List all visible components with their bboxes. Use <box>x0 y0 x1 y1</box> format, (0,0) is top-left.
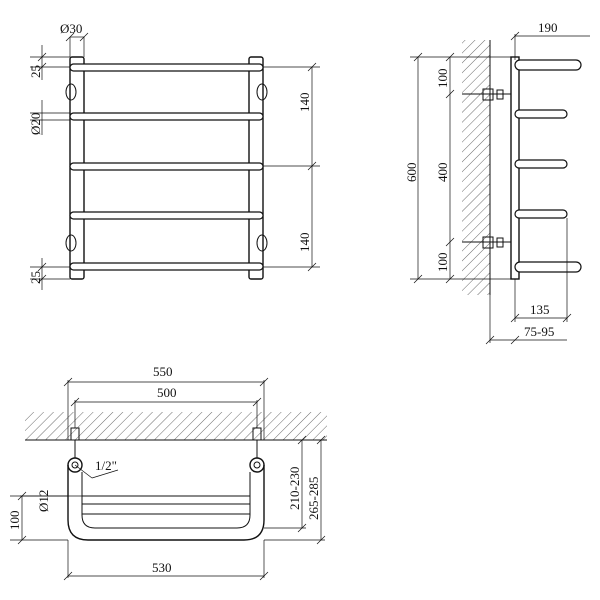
top-view: 550 500 1/2" Ø12 100 210-230 2 <box>7 364 327 581</box>
front-top-offset-label: 25 <box>28 65 43 78</box>
top-depth-inner-label: 210-230 <box>287 467 302 510</box>
side-wall-hatch <box>462 40 490 295</box>
side-depth-total-label: 190 <box>538 20 558 35</box>
side-rail-depth-label: 135 <box>530 302 550 317</box>
mount-left-bottom <box>65 234 77 252</box>
side-bracket-bottom <box>462 236 511 249</box>
top-offset-left-label: 100 <box>7 511 22 531</box>
side-rail-2 <box>514 109 568 119</box>
rail-2 <box>69 112 264 121</box>
front-tube-diameter-label: Ø30 <box>60 21 82 36</box>
top-center-width-label: 500 <box>157 385 177 400</box>
side-top-to-mount-label: 100 <box>435 69 450 89</box>
top-u-rail-inner <box>81 472 251 529</box>
side-bracket-top <box>462 88 511 101</box>
top-wall-hatch <box>25 412 327 440</box>
side-rail-5 <box>514 261 582 273</box>
top-outer-width-label: 550 <box>153 364 173 379</box>
side-view: 190 600 100 400 100 135 75-95 <box>404 20 590 345</box>
top-depth-outer-label: 265-285 <box>306 477 321 520</box>
side-wall-distance-label: 75-95 <box>524 324 554 339</box>
rail-4 <box>69 211 264 220</box>
side-mount-spacing-label: 400 <box>435 163 450 183</box>
front-lower-spacing-label: 140 <box>297 233 312 253</box>
mount-left-top <box>65 83 77 101</box>
side-mount-to-bottom-label: 100 <box>435 253 450 273</box>
front-upper-spacing-label: 140 <box>297 93 312 113</box>
rail-5 <box>69 262 264 271</box>
front-rail-diameter-label: Ø20 <box>28 113 43 135</box>
top-rail-diameter-label: Ø12 <box>36 490 51 512</box>
top-bottom-width-label: 530 <box>152 560 172 575</box>
side-rail-4 <box>514 209 568 219</box>
front-bottom-offset-label: 25 <box>28 271 43 284</box>
rail-3 <box>69 162 264 171</box>
top-connection-label: 1/2" <box>95 458 117 473</box>
front-view: Ø30 25 Ø20 25 140 140 <box>28 21 320 290</box>
top-tube-right <box>249 457 265 473</box>
side-height-total-label: 600 <box>404 163 419 183</box>
top-u-rail-outer <box>67 465 265 541</box>
mount-right-bottom <box>256 234 268 252</box>
rail-1 <box>69 63 264 72</box>
side-rail-1 <box>514 59 582 71</box>
mount-right-top <box>256 83 268 101</box>
side-rail-3 <box>514 159 568 169</box>
